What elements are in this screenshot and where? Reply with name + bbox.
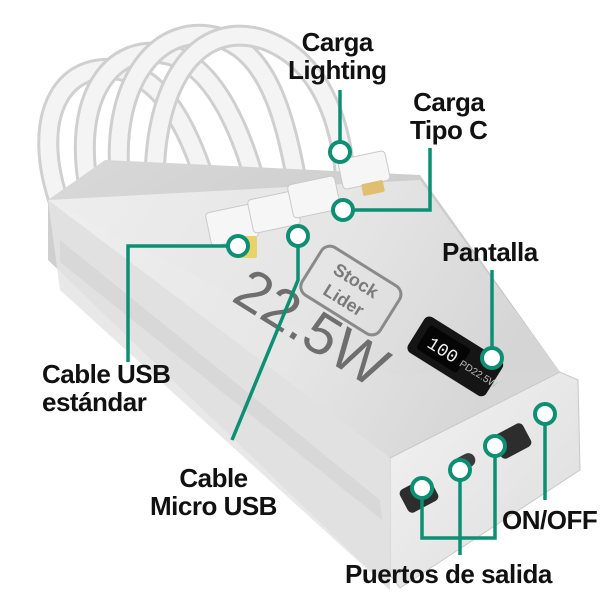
label-cable-usb-estandar: Cable USB estándar [42,359,171,417]
marker-carga-lighting [328,140,352,164]
callout-lines [126,90,547,555]
marker-on-off [533,402,557,426]
label-puertos-de-salida: Puertos de salida [345,559,552,589]
marker-puerto-2 [448,458,472,482]
label-cable-micro-usb: Cable Micro USB [150,463,277,521]
cable-loops [37,23,356,226]
marker-pantalla [480,346,504,370]
marker-carga-tipo-c [331,198,355,222]
marker-cable-usb-estandar [226,234,250,258]
label-pantalla: Pantalla [442,237,538,267]
marker-cable-micro-usb [286,224,310,248]
marker-puerto-1 [410,476,434,500]
power-bank-body [48,160,581,590]
label-carga-tipo-c: Carga Tipo C [410,87,488,145]
marker-puerto-3 [483,434,507,458]
callout-markers [226,140,557,500]
label-carga-lighting: Carga Lighting [288,27,387,85]
cable-heads [205,150,391,258]
label-on-off: ON/OFF [502,505,598,535]
